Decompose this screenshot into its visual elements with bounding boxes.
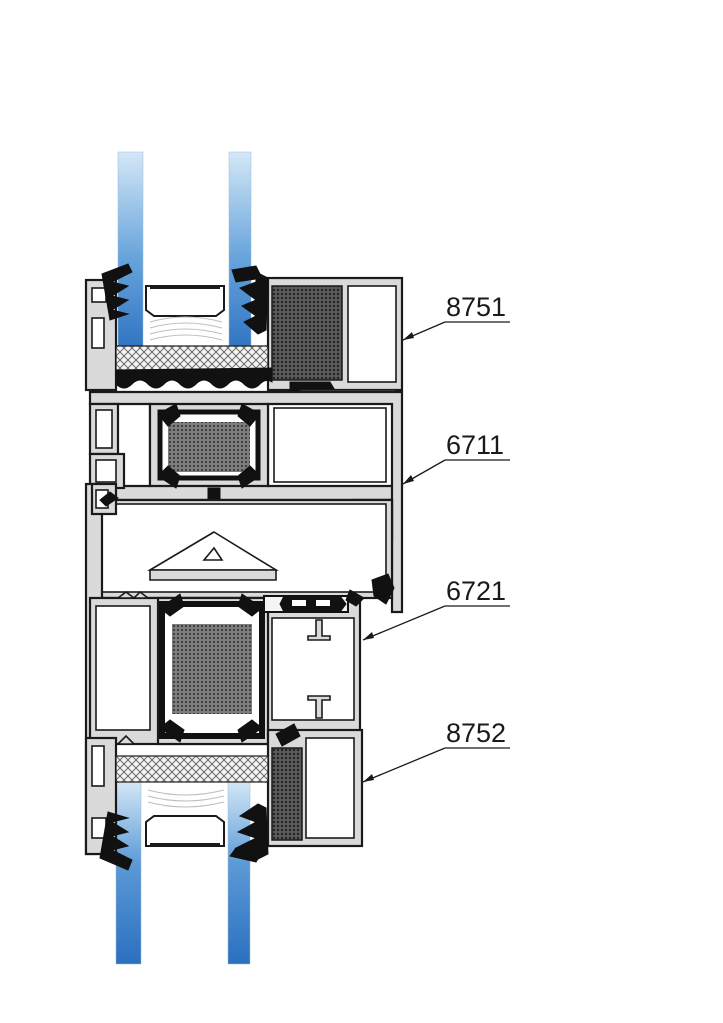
callout-arrow-8751 <box>403 332 414 340</box>
insulation-hatch-top <box>115 345 269 371</box>
callout-leader-6721 <box>362 605 446 641</box>
wave-gasket-top <box>115 367 273 389</box>
top-spacer <box>145 285 225 341</box>
bottom-spacer <box>145 789 225 847</box>
callout-label-6721: 6721 <box>446 576 506 606</box>
center-web <box>98 487 394 600</box>
profile-8751 <box>266 276 404 405</box>
callout-arrow-6721 <box>363 632 374 640</box>
thermal-break-upper <box>148 402 270 489</box>
gaskets-top <box>101 263 269 335</box>
callout-6711: 6711 <box>402 430 510 485</box>
glass-pane-outer-lower <box>115 781 142 965</box>
glazing-bead-bottom-left <box>84 736 118 856</box>
callout-8751: 8751 <box>402 292 510 341</box>
sash-frame-gasket <box>263 573 395 613</box>
insulation-hatch-bottom <box>115 755 269 783</box>
callout-label-6711: 6711 <box>446 430 504 460</box>
glass-pane-outer-upper <box>117 151 144 358</box>
callout-arrow-6711 <box>403 475 414 484</box>
callout-label-8752: 8752 <box>446 718 506 748</box>
profile-6721 <box>88 590 362 746</box>
glass-panes <box>115 151 252 965</box>
gaskets-bottom <box>99 803 269 871</box>
callout-arrow-8752 <box>363 774 374 782</box>
callout-leader-8752 <box>362 747 446 783</box>
callout-6721: 6721 <box>362 576 510 641</box>
glass-pane-inner-upper <box>228 151 252 358</box>
callout-8752: 8752 <box>362 718 510 783</box>
glass-pane-inner-lower <box>227 781 251 965</box>
profile-8752 <box>266 723 364 848</box>
callout-label-8751: 8751 <box>446 292 506 322</box>
